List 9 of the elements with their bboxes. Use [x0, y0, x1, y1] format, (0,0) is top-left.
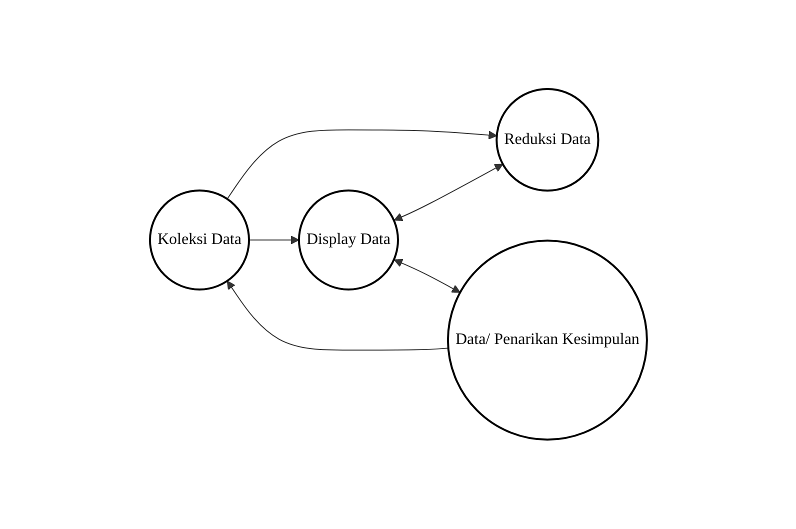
- node-circle: Data/ Penarikan Kesimpulan: [446, 240, 648, 441]
- node-circle: Display Data: [298, 190, 398, 291]
- arrow: [226, 280, 448, 351]
- node-circle: Koleksi Data: [148, 190, 250, 291]
- arrow: [226, 130, 497, 200]
- arrow: [393, 259, 460, 294]
- arrow: [248, 236, 299, 245]
- node-circle: Reduksi Data: [495, 88, 599, 192]
- arrow: [393, 164, 503, 222]
